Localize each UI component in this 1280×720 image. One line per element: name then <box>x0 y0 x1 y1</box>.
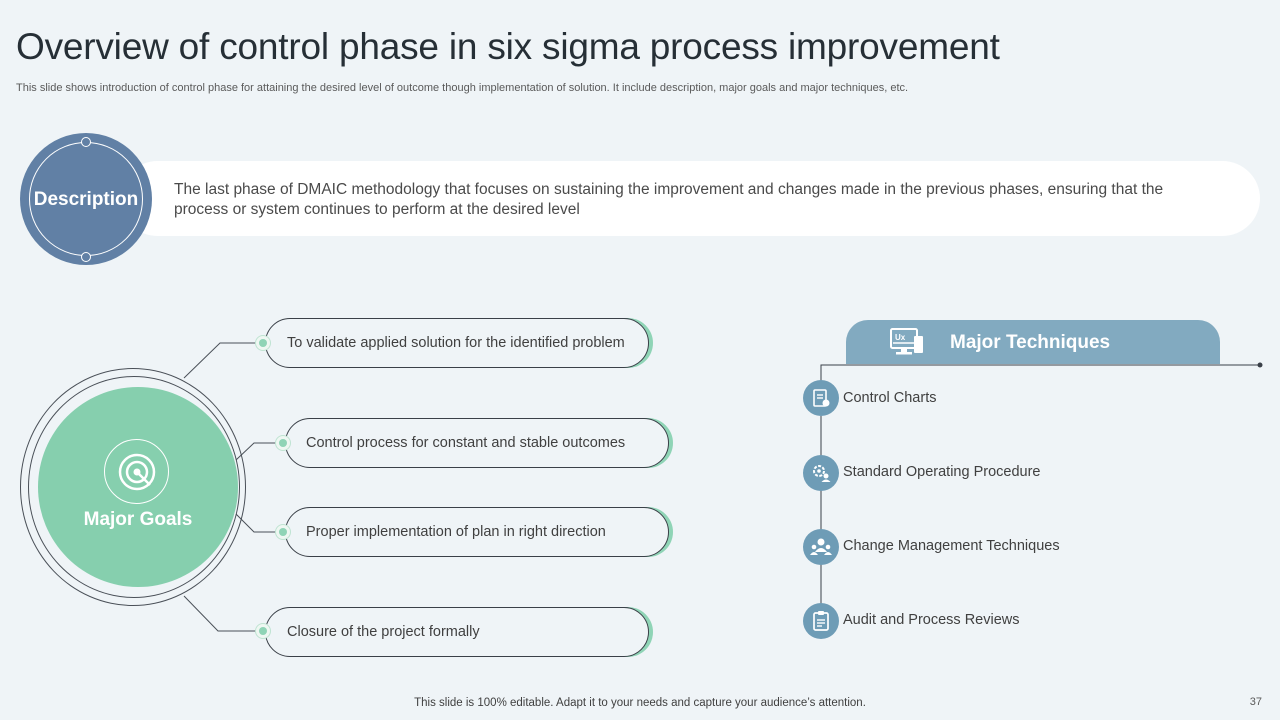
technique-icon-badge <box>803 380 839 416</box>
description-panel <box>120 161 1260 236</box>
footer-note: This slide is 100% editable. Adapt it to… <box>414 697 866 709</box>
ux-monitor-icon <box>890 328 923 355</box>
technique-label: Audit and Process Reviews <box>843 612 1020 628</box>
goal-dot <box>275 524 291 540</box>
technique-label: Standard Operating Procedure <box>843 464 1041 480</box>
page-number: 37 <box>1249 696 1262 708</box>
technique-label: Control Charts <box>843 390 937 406</box>
goal-item-1: To validate applied solution for the ide… <box>265 318 649 368</box>
goal-item-3: Proper implementation of plan in right d… <box>285 507 669 557</box>
goals-inner-ring <box>28 376 240 598</box>
goal-item-text: Control process for constant and stable … <box>306 435 626 451</box>
technique-icon-badge <box>803 529 839 565</box>
goals-label: Major Goals <box>83 509 193 530</box>
gears-user-icon <box>813 465 831 482</box>
slide-title: Overview of control phase in six sigma p… <box>16 26 1000 67</box>
goal-dot <box>275 435 291 451</box>
goal-item-text: Proper implementation of plan in right d… <box>306 524 606 540</box>
goal-dot <box>255 623 271 639</box>
ring-dot-top <box>81 137 91 147</box>
chart-report-icon <box>813 389 830 407</box>
goal-item-text: Closure of the project formally <box>287 624 480 640</box>
technique-icon-badge <box>803 603 839 639</box>
techniques-header <box>846 320 1220 364</box>
goals-icon-ring <box>104 439 169 504</box>
goal-item-text: To validate applied solution for the ide… <box>287 335 625 351</box>
goal-dot <box>255 335 271 351</box>
slide-subtitle: This slide shows introduction of control… <box>16 82 909 94</box>
techniques-title: Major Techniques <box>950 332 1111 353</box>
technique-label: Change Management Techniques <box>843 538 1060 554</box>
technique-icon-badge <box>803 455 839 491</box>
clipboard-icon <box>813 611 829 631</box>
description-text: The last phase of DMAIC methodology that… <box>174 181 1164 218</box>
description-label: Description <box>33 189 139 210</box>
target-icon <box>118 453 156 491</box>
goals-outer-ring <box>20 368 246 606</box>
goal-item-4: Closure of the project formally <box>265 607 649 657</box>
goal-item-2: Control process for constant and stable … <box>285 418 669 468</box>
team-icon <box>810 538 832 555</box>
ux-monitor-label: Ux <box>895 333 906 342</box>
ring-dot-bottom <box>81 252 91 262</box>
